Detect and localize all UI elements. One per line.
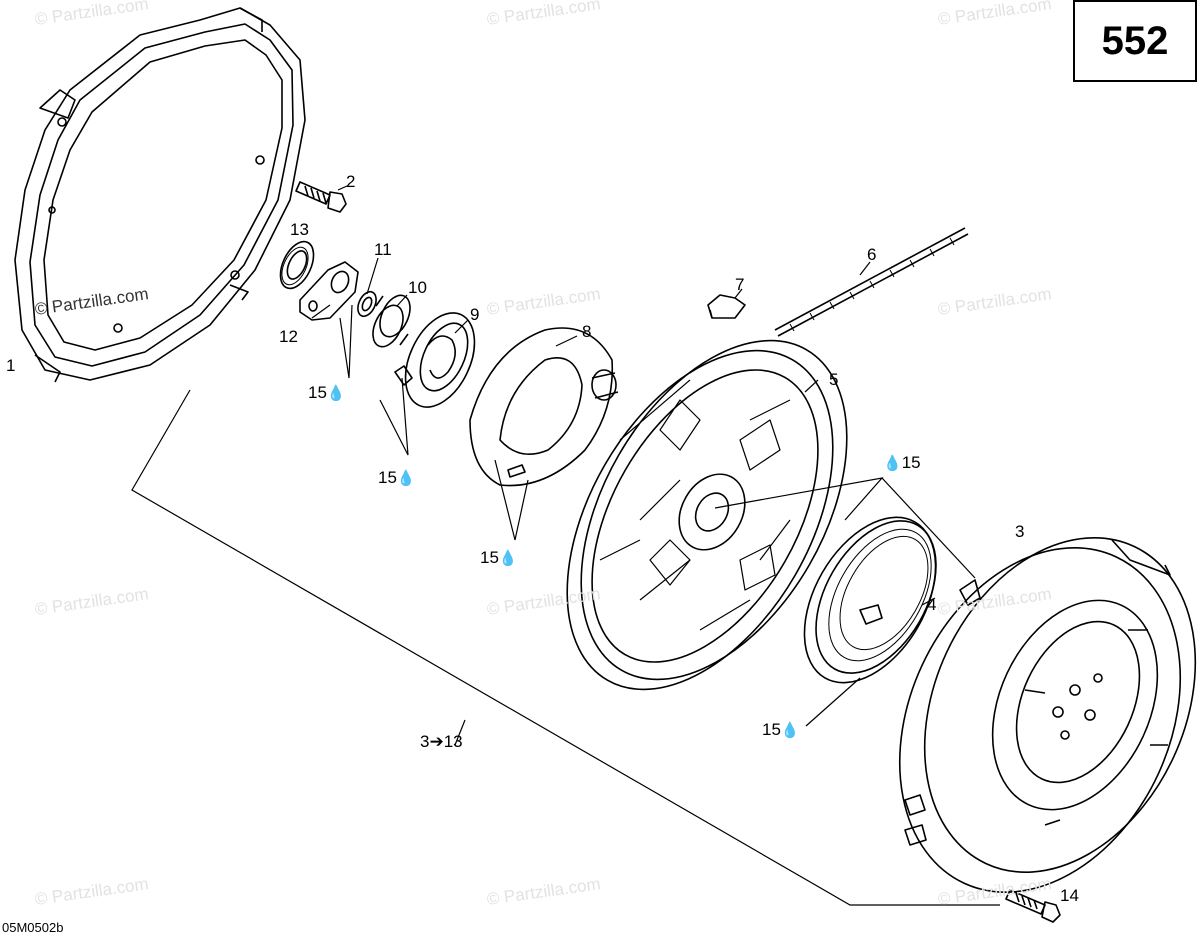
lubricant-ref-text: 15 bbox=[378, 468, 397, 487]
leader-lines bbox=[131, 185, 1000, 906]
drop-icon: 💧 bbox=[498, 550, 518, 567]
callout-7: 7 bbox=[735, 275, 745, 294]
lubricant-ref-text: 15 bbox=[762, 720, 781, 739]
part-8-cam-housing bbox=[469, 327, 619, 487]
part-9-spring-cover bbox=[394, 312, 476, 408]
part-1-mounting-plate bbox=[14, 7, 306, 383]
callout-3: 3 bbox=[1015, 522, 1025, 541]
part-6-rope bbox=[774, 227, 969, 337]
part-4-recoil-spring bbox=[803, 516, 937, 684]
lubricant-callout-a: 15💧 bbox=[308, 383, 346, 404]
part-12-plate bbox=[299, 261, 359, 321]
page-number: 552 bbox=[1101, 18, 1169, 63]
drawing-code: 05M0502b bbox=[2, 920, 64, 935]
part-11-washer bbox=[357, 290, 377, 318]
drop-icon: 💧 bbox=[396, 470, 416, 487]
lubricant-callout-b: 15💧 bbox=[378, 468, 416, 489]
part-7-pawl bbox=[707, 294, 746, 319]
callout-8: 8 bbox=[582, 322, 592, 341]
lubricant-ref-text: 15 bbox=[480, 548, 499, 567]
part-13-washer bbox=[279, 240, 315, 290]
callout-4: 4 bbox=[927, 595, 937, 614]
range-callout-3-13: 3➔13 bbox=[420, 732, 463, 751]
callout-10: 10 bbox=[408, 278, 427, 297]
callout-1: 1 bbox=[6, 356, 16, 375]
page-number-box: 552 bbox=[1073, 0, 1197, 82]
part-3-starter-housing bbox=[898, 537, 1197, 893]
part-5-pulley bbox=[566, 339, 848, 691]
lubricant-callout-c: 15💧 bbox=[480, 548, 518, 569]
part-14-bolt bbox=[1005, 889, 1061, 923]
callout-12: 12 bbox=[279, 327, 298, 346]
callout-11: 11 bbox=[374, 240, 392, 259]
drop-icon: 💧 bbox=[780, 722, 800, 739]
callout-5: 5 bbox=[829, 370, 839, 389]
callout-13: 13 bbox=[290, 220, 309, 239]
callout-2: 2 bbox=[346, 172, 356, 191]
callout-9: 9 bbox=[470, 305, 480, 324]
callout-6: 6 bbox=[867, 245, 877, 264]
part-2-bolt bbox=[295, 181, 347, 213]
lubricant-ref-text: 15 bbox=[901, 453, 921, 472]
lubricant-callout-e: 15💧 bbox=[762, 720, 800, 741]
part-10-bushing bbox=[372, 294, 411, 348]
lubricant-callout-d: 💧15 bbox=[883, 453, 921, 474]
drop-icon: 💧 bbox=[326, 385, 346, 402]
drop-icon: 💧 bbox=[883, 455, 902, 472]
lubricant-ref-text: 15 bbox=[308, 383, 327, 402]
callout-14: 14 bbox=[1060, 886, 1079, 905]
